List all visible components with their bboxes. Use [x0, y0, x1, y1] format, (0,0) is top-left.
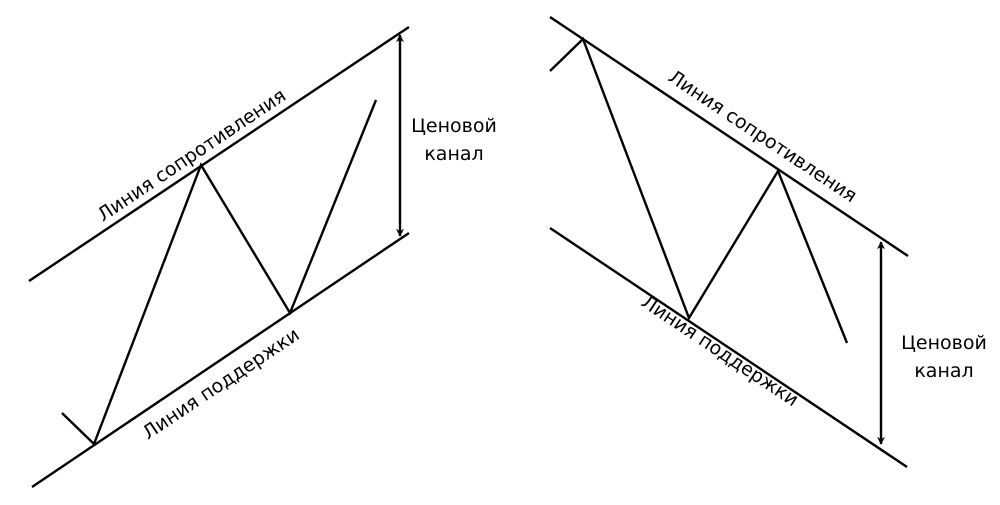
price-channel-label-line1: Ценовой	[411, 115, 497, 137]
price-zigzag-line	[61, 99, 378, 447]
resistance-line-label: Линия сопротивления	[664, 66, 861, 207]
price-channel-label-line1: Ценовой	[901, 332, 987, 354]
price-channel-label-line2: канал	[424, 143, 484, 165]
support-line	[31, 232, 410, 488]
price-channel-label-line2: канал	[914, 360, 974, 382]
support-line-label: Линия поддержки	[139, 324, 304, 445]
descending-channel-diagram: Линия сопротивления Линия поддержки	[549, 16, 909, 468]
price-channel-label-right: Ценовой канал	[894, 329, 994, 385]
ascending-channel-diagram: Линия сопротивления Линия поддержки	[28, 26, 410, 488]
price-channel-label-left: Ценовой канал	[406, 112, 502, 168]
resistance-line	[28, 26, 410, 282]
resistance-line-label: Линия сопротивления	[94, 85, 290, 227]
support-line-label: Линия поддержки	[637, 291, 802, 411]
support-line	[549, 227, 908, 468]
price-zigzag-line	[549, 36, 849, 344]
resistance-line	[549, 16, 909, 257]
